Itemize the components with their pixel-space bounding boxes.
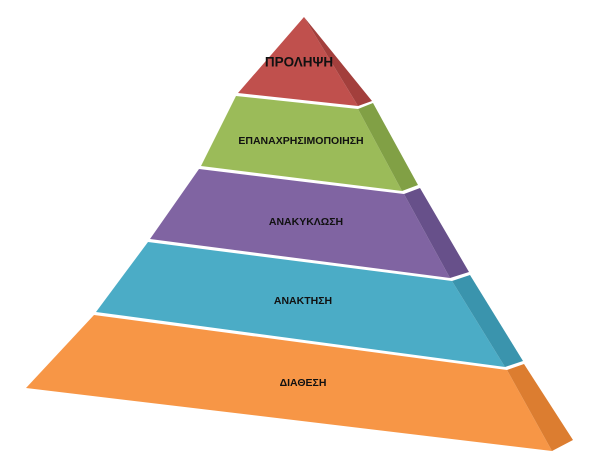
tier-prevention-side (304, 17, 372, 106)
tier-recycling-side (404, 188, 469, 278)
tier-disposal-front (26, 315, 552, 451)
tier-recovery: ΑΝΑΚΤΗΣΗ (96, 242, 523, 367)
tier-reuse-side (358, 103, 418, 191)
tier-recycling-front (150, 169, 450, 278)
tier-reuse-front (201, 96, 402, 191)
tier-prevention-label: ΠΡΟΛΗΨΗ (265, 55, 333, 70)
tier-prevention: ΠΡΟΛΗΨΗ (238, 17, 372, 106)
tier-recycling: ΑΝΑΚΥΚΛΩΣΗ (150, 169, 469, 278)
tier-reuse: ΕΠΑΝΑΧΡΗΣΙΜΟΠΟΙΗΣΗ (201, 96, 418, 191)
tier-disposal-side (507, 364, 573, 451)
tier-recovery-front (96, 242, 505, 367)
tier-disposal: ΔΙΑΘΕΣΗ (26, 315, 573, 451)
tier-recovery-label: ΑΝΑΚΤΗΣΗ (274, 295, 332, 307)
tier-prevention-front (238, 17, 358, 106)
tier-recovery-side (452, 275, 523, 367)
tier-disposal-label: ΔΙΑΘΕΣΗ (280, 377, 327, 389)
tier-reuse-label: ΕΠΑΝΑΧΡΗΣΙΜΟΠΟΙΗΣΗ (238, 135, 363, 147)
tier-recycling-label: ΑΝΑΚΥΚΛΩΣΗ (269, 216, 343, 228)
